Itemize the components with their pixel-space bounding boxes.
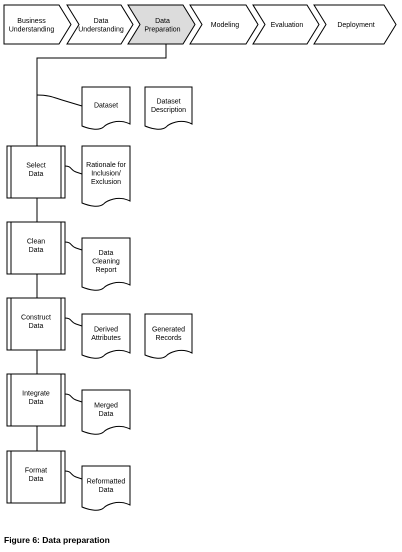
task-output-label: Data — [99, 250, 114, 257]
phase-label: Business — [17, 18, 46, 25]
phase-label: Understanding — [9, 26, 55, 33]
task-output-link — [64, 393, 83, 403]
task-output-document — [81, 465, 131, 511]
phase-output-link — [36, 94, 83, 107]
task-label: Format — [25, 467, 47, 474]
task-label: Data — [29, 247, 44, 254]
phase-label: Preparation — [144, 26, 180, 33]
task-output-document — [81, 145, 131, 207]
task-label: Construct — [21, 314, 51, 321]
task-label: Data — [29, 171, 44, 178]
phase-output-label: Description — [151, 107, 186, 114]
task-label: Select — [26, 162, 46, 169]
task-output-document — [144, 313, 193, 359]
task-box — [6, 145, 66, 199]
task-output-link — [64, 241, 83, 251]
task-label: Integrate — [22, 390, 50, 397]
phase-output-document — [144, 86, 193, 130]
task-output-link — [64, 165, 83, 175]
phase-chevron-0 — [3, 4, 72, 45]
task-output-label: Derived — [94, 326, 118, 333]
task-output-label: Data — [99, 487, 114, 494]
task-output-link — [64, 470, 83, 480]
phase-chevron-1 — [66, 4, 134, 45]
task-output-label: Report — [95, 267, 116, 274]
task-box — [6, 221, 66, 275]
task-box — [6, 450, 66, 504]
phase-label: Evaluation — [271, 22, 304, 29]
task-box — [6, 373, 66, 427]
phase-connector — [36, 44, 167, 146]
task-output-label: Attributes — [91, 335, 121, 342]
task-output-label: Cleaning — [92, 259, 120, 266]
task-box — [6, 297, 66, 351]
task-output-document — [81, 313, 131, 359]
phase-output-label: Dataset — [156, 98, 180, 105]
task-output-label: Exclusion — [91, 179, 121, 186]
phase-output-label: Dataset — [94, 103, 118, 110]
task-output-label: Inclusion/ — [91, 171, 121, 178]
phase-label: Data — [155, 18, 170, 25]
phase-chevron-3 — [189, 4, 259, 45]
task-output-document — [81, 237, 131, 291]
task-label: Data — [29, 323, 44, 330]
task-label: Data — [29, 399, 44, 406]
task-label: Data — [29, 476, 44, 483]
phase-output-document — [81, 86, 131, 130]
task-output-label: Generated — [152, 326, 185, 333]
phase-label: Data — [94, 18, 109, 25]
phase-label: Deployment — [337, 22, 374, 29]
task-label: Clean — [27, 238, 45, 245]
task-output-label: Records — [155, 335, 182, 342]
task-output-label: Reformatted — [87, 478, 126, 485]
task-output-document — [81, 389, 131, 435]
figure-caption: Figure 6: Data preparation — [4, 535, 110, 545]
phase-chevron-2 — [127, 4, 196, 45]
phase-label: Modeling — [211, 22, 240, 29]
phase-label: Understanding — [78, 26, 124, 33]
phase-chevron-4 — [252, 4, 320, 45]
phase-chevron-5 — [313, 4, 397, 45]
task-output-label: Data — [99, 411, 114, 418]
task-output-label: Merged — [94, 402, 118, 409]
task-output-link — [64, 317, 83, 327]
crisp-dm-data-preparation-diagram: BusinessUnderstandingDataUnderstandingDa… — [3, 4, 397, 511]
task-output-label: Rationale for — [86, 162, 126, 169]
